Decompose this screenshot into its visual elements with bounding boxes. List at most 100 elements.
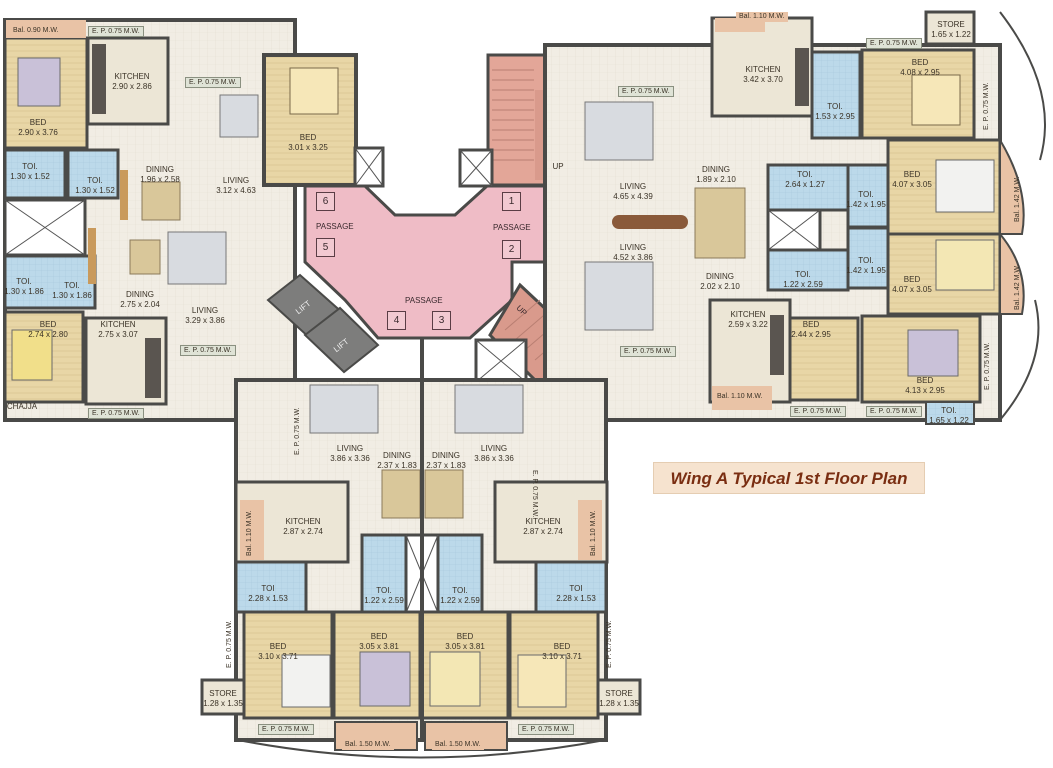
balcony-label-bottom-left-1: Bal. 1.10 M.W. (246, 510, 253, 556)
room-dimensions: 4.07 x 3.05 (892, 285, 932, 294)
room-name: LIVING (480, 444, 508, 453)
balcony-label-south-right: Bal. 1.50 M.W. (432, 740, 484, 750)
room-name: LIVING (336, 444, 364, 453)
room-name: LIVING (619, 243, 647, 252)
room-dimensions: 1.22 x 2.59 (440, 596, 480, 605)
balcony-label-top-right: Bal. 1.10 M.W. (736, 12, 788, 22)
room-name: DINING (706, 272, 734, 281)
passage-label-center: PASSAGE (405, 296, 443, 305)
toilet-south-center-1: TOI.1.22 x 2.59 (364, 586, 404, 606)
balcony-label-bottom-right: Bal. 1.10 M.W. (714, 392, 766, 402)
room-dimensions: 2.74 x 2.80 (28, 330, 68, 339)
room-name: BED (553, 642, 571, 651)
room-dimensions: 2.90 x 2.86 (112, 82, 152, 91)
room-dimensions: 1.30 x 1.86 (52, 291, 92, 300)
room-dimensions: 3.10 x 3.71 (258, 652, 298, 661)
room-dimensions: 2.75 x 2.04 (120, 300, 160, 309)
room-name: TOI. (795, 270, 811, 279)
room-dimensions: 1.42 x 1.95 (846, 200, 886, 209)
ep-label-south-right: E. P. 0.75 M.W. (518, 724, 574, 735)
plan-title-box: Wing A Typical 1st Floor Plan (653, 462, 925, 494)
passage-number-4: 4 (387, 311, 406, 330)
room-dimensions: 2.59 x 3.22 (728, 320, 768, 329)
room-dimensions: 2.90 x 3.76 (18, 128, 58, 137)
room-dimensions: 2.28 x 1.53 (248, 594, 288, 603)
room-name: TOI. (16, 277, 32, 286)
toilet-top-right: TOI.1.53 x 2.95 (815, 102, 855, 122)
room-dimensions: 1.42 x 1.95 (846, 266, 886, 275)
room-name: BED (29, 118, 47, 127)
room-name: BED (903, 170, 921, 179)
room-dimensions: 2.64 x 1.27 (785, 180, 825, 189)
room-dimensions: 1.28 x 1.35 (203, 699, 243, 708)
toilet-right-3: TOI.1.22 x 2.59 (783, 270, 823, 290)
passage-number-1: 1 (502, 192, 521, 211)
room-name: STORE (937, 20, 965, 29)
room-name: BED (370, 632, 388, 641)
room-name: BED (39, 320, 57, 329)
toilet-south-center-2: TOI.1.22 x 2.59 (440, 586, 480, 606)
room-dimensions: 3.42 x 3.70 (743, 75, 783, 84)
room-dimensions: 3.01 x 3.25 (288, 143, 328, 152)
passage-label-right: PASSAGE (493, 223, 531, 232)
room-name: TOI. (797, 170, 813, 179)
toilet-right-1: TOI.2.64 x 1.27 (785, 170, 825, 190)
room-dimensions: 1.65 x 1.22 (929, 416, 969, 425)
passage-number-3: 3 (432, 311, 451, 330)
room-name: DINING (702, 165, 730, 174)
ep-label-top-left: E. P. 0.75 M.W. (88, 26, 144, 37)
ep-label-top-left-2: E. P. 0.75 M.W. (185, 77, 241, 88)
room-name: TOI. (452, 586, 468, 595)
room-name: KITCHEN (730, 310, 766, 319)
ep-label-bottom-center-right: E. P. 0.75 M.W. (531, 470, 538, 518)
room-dimensions: 2.02 x 2.10 (700, 282, 740, 291)
room-dimensions: 2.87 x 2.74 (523, 527, 563, 536)
toilet-mid-left-1: TOI.1.30 x 1.86 (4, 277, 44, 297)
room-name: LIVING (619, 182, 647, 191)
toilet-top-left-2: TOI.1.30 x 1.52 (75, 176, 115, 196)
ep-label-mid-right: E. P. 0.75 M.W. (620, 346, 676, 357)
ep-label-south-left-vertical: E. P. 0.75 M.W. (226, 620, 233, 668)
chajja-label: CHAJJA (6, 402, 38, 411)
room-name: TOI (569, 584, 583, 593)
room-dimensions: 2.37 x 1.83 (426, 461, 466, 470)
room-name: BED (916, 376, 934, 385)
room-dimensions: 2.75 x 3.07 (98, 330, 138, 339)
room-dimensions: 4.13 x 2.95 (905, 386, 945, 395)
room-dimensions: 2.44 x 2.95 (791, 330, 831, 339)
room-dimensions: 1.96 x 2.58 (140, 175, 180, 184)
balcony-label-bottom-right-1: Bal. 1.10 M.W. (590, 510, 597, 556)
room-dimensions: 3.05 x 3.81 (359, 642, 399, 651)
room-dimensions: 1.22 x 2.59 (783, 280, 823, 289)
ep-label-bottom-right-1: E. P. 0.75 M.W. (790, 406, 846, 417)
plan-title: Wing A Typical 1st Floor Plan (670, 469, 908, 488)
toilet-right-4: TOI.1.42 x 1.95 (846, 256, 886, 276)
toilet-top-left-1: TOI.1.30 x 1.52 (10, 162, 50, 182)
room-dimensions: 1.28 x 1.35 (599, 699, 639, 708)
room-name: TOI. (87, 176, 103, 185)
flats-bottom (200, 338, 642, 759)
room-name: DINING (126, 290, 154, 299)
room-name: TOI. (376, 586, 392, 595)
room-name: TOI (261, 584, 275, 593)
ep-label-mid-left: E. P. 0.75 M.W. (180, 345, 236, 356)
